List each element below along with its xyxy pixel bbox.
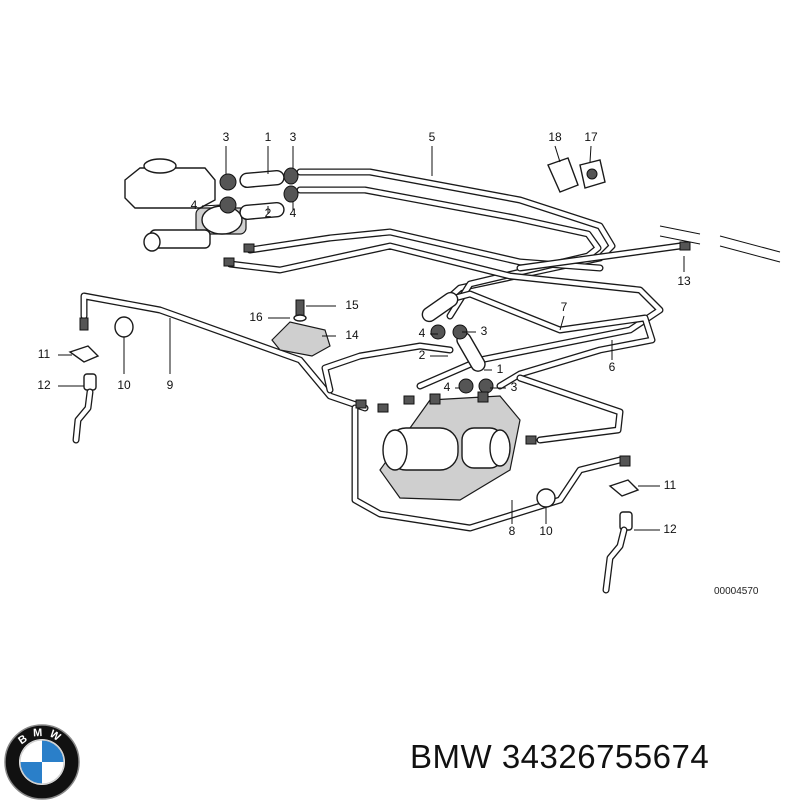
callout-4: 4 — [419, 326, 426, 340]
callout-labels: 3 1 3 4 2 4 5 18 17 13 15 16 14 11 10 9 … — [37, 130, 691, 538]
callout-12: 12 — [663, 522, 677, 536]
bmw-logo: BMW — [4, 724, 80, 800]
logo-blue-quadrant-bottom-left — [20, 762, 42, 784]
callout-5: 5 — [429, 130, 436, 144]
callout-1: 1 — [265, 130, 272, 144]
callout-6: 6 — [609, 360, 616, 374]
callout-11: 11 — [664, 478, 677, 492]
brake-pipes — [80, 168, 781, 532]
grommets-10 — [114, 316, 556, 508]
part-number-caption: BMW 34326755674 — [410, 738, 710, 775]
diagram-reference-number: 00004570 — [714, 586, 759, 597]
callout-1: 1 — [497, 362, 504, 376]
callout-4: 4 — [444, 380, 451, 394]
brackets-17-18 — [547, 157, 606, 193]
clips-11 — [68, 345, 640, 497]
leader-lines — [58, 145, 685, 531]
callout-3: 3 — [223, 130, 230, 144]
callout-13: 13 — [677, 274, 691, 288]
pipe-fittings — [79, 241, 691, 467]
callout-8: 8 — [509, 524, 516, 538]
callout-3: 3 — [290, 130, 297, 144]
callout-7: 7 — [561, 300, 568, 314]
callout-18: 18 — [548, 130, 562, 144]
callout-4: 4 — [191, 198, 198, 212]
master-cylinder-assembly — [124, 158, 247, 252]
callout-10: 10 — [539, 524, 553, 538]
callout-9: 9 — [167, 378, 174, 392]
callout-17: 17 — [584, 130, 598, 144]
callout-12: 12 — [37, 378, 51, 392]
callout-3: 3 — [481, 324, 488, 338]
bracket-14-assembly — [271, 299, 331, 357]
callout-4: 4 — [290, 206, 297, 220]
callout-11: 11 — [38, 347, 51, 361]
callout-10: 10 — [117, 378, 131, 392]
callout-2: 2 — [265, 206, 272, 220]
upper-hoses-and-clamps — [219, 167, 299, 221]
abs-hydraulic-unit — [379, 391, 521, 501]
callout-15: 15 — [345, 298, 359, 312]
flex-hoses-12 — [72, 373, 633, 594]
callout-14: 14 — [345, 328, 359, 342]
callout-2: 2 — [419, 348, 426, 362]
callout-3: 3 — [511, 380, 518, 394]
mid-hoses-and-clamps — [421, 291, 494, 394]
callout-16: 16 — [249, 310, 263, 324]
logo-blue-quadrant-top-right — [42, 740, 64, 762]
